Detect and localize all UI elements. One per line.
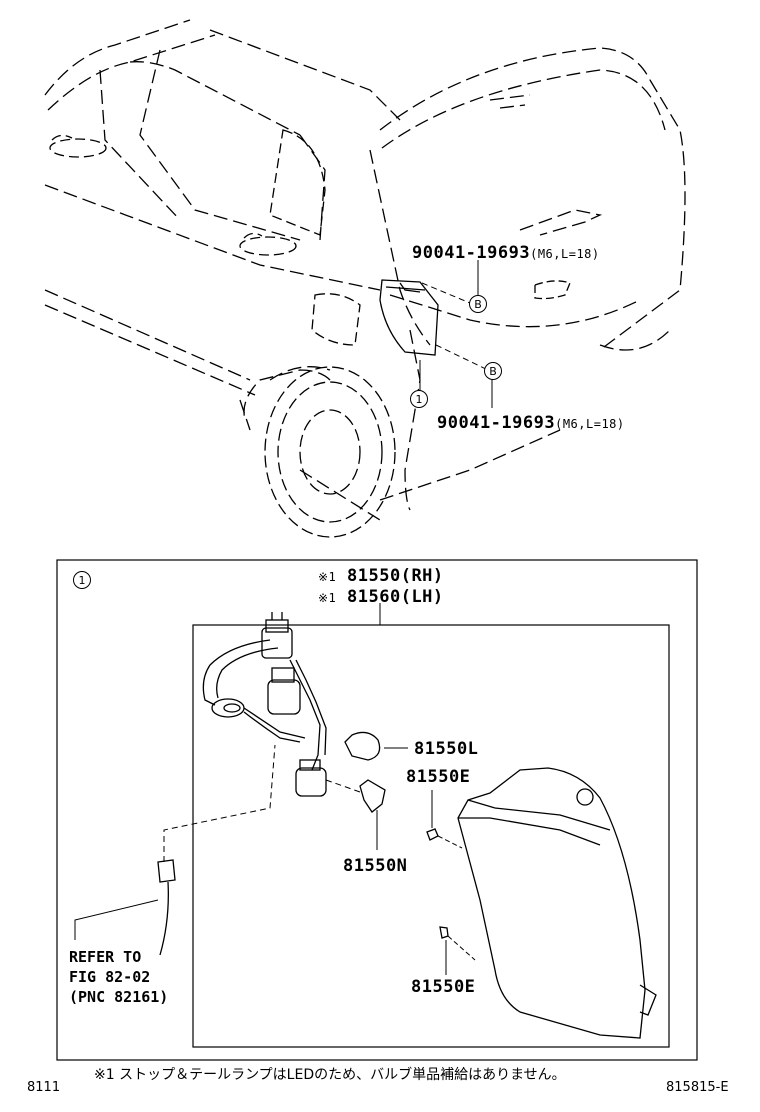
refer-note: REFER TO FIG 82-02 (PNC 82161) [69, 947, 168, 1007]
bolt-marker-upper: B [469, 295, 487, 313]
bolt-upper-part-number: 90041-19693 [412, 243, 531, 263]
page-code-left: 8111 [27, 1080, 61, 1095]
bulb-81550L-label: 81550L [414, 739, 479, 759]
bolt-upper-spec: (M6,L=18) [530, 247, 600, 261]
vehicle-rear-view [44, 19, 686, 521]
callout-1-detail: 1 [73, 571, 91, 589]
wiring-harness [202, 612, 327, 797]
screw-81550E-upper-label: 81550E [406, 767, 471, 787]
footnote-text: ストップ＆テールランプはLEDのため、バルブ単品補給はありません。 [119, 1067, 566, 1083]
screws-81550E [426, 790, 476, 975]
illustration-number: 815815-E [666, 1080, 729, 1095]
rear-quarter-window [269, 129, 326, 236]
screw-81550E-lower-label: 81550E [411, 977, 476, 997]
footnote: ※1 ストップ＆テールランプはLEDのため、バルブ単品補給はありません。 [94, 1064, 566, 1084]
tail-lamp-installed [379, 279, 439, 356]
bulb-81550L [344, 731, 408, 761]
assembly-lh-part: 81560(LH) [347, 587, 444, 607]
assembly-frame [192, 624, 670, 1048]
bolt-leader-lines [419, 260, 493, 408]
bulb-81550N [325, 779, 386, 850]
callout-1-vehicle: 1 [410, 390, 428, 408]
bolt-lower-part-number: 90041-19693 [437, 413, 556, 433]
back-door-handle [534, 280, 571, 300]
assembly-rh-part: 81550(RH) [347, 566, 444, 586]
detail-frame [56, 559, 698, 1061]
door-handle-rear [239, 232, 297, 256]
bulb-81550N-label: 81550N [343, 856, 408, 876]
tail-lamp-lens [457, 767, 657, 1039]
assembly-lh-mark: ※1 [318, 591, 337, 605]
connector-refer [74, 744, 276, 956]
refer-line-3: (PNC 82161) [69, 988, 169, 1006]
refer-line-2: FIG 82-02 [69, 968, 151, 986]
door-handle-front [49, 134, 107, 158]
fuel-door [311, 293, 361, 346]
footnote-mark: ※1 [94, 1067, 115, 1083]
refer-line-1: REFER TO [69, 948, 142, 966]
assembly-rh-mark: ※1 [318, 570, 337, 584]
bolt-lower-spec: (M6,L=18) [555, 417, 625, 431]
bolt-marker-lower: B [484, 362, 502, 380]
rear-wheel [264, 366, 396, 538]
